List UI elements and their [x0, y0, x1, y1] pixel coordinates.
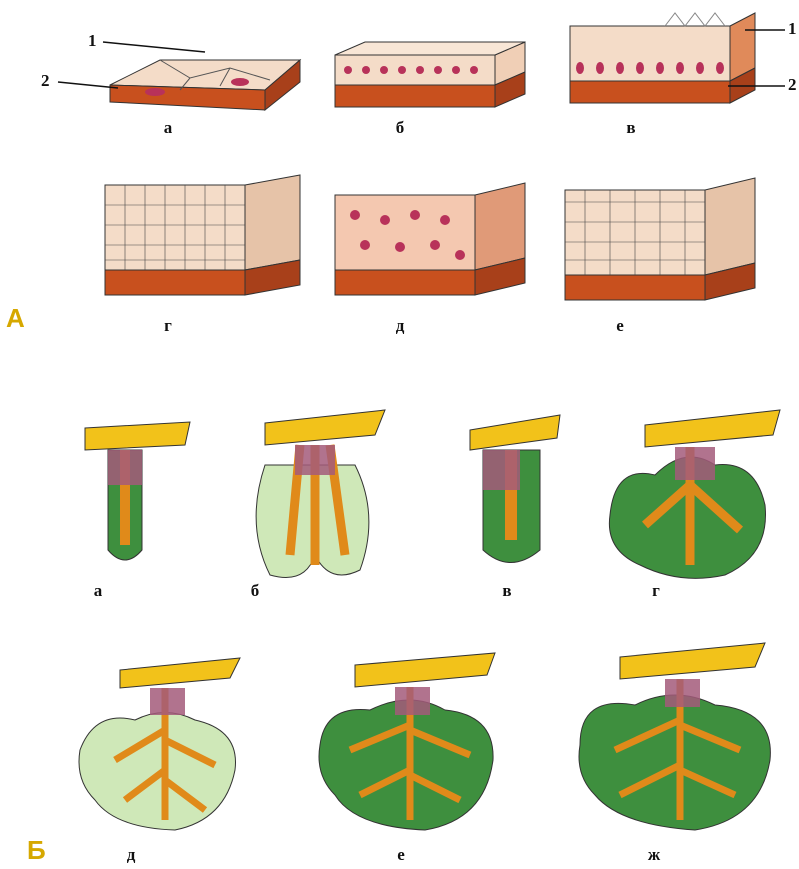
gland-b-a-simple-tubular — [80, 420, 200, 570]
panel-a-f-keratinized — [560, 172, 760, 307]
panel-a-d-stratified — [100, 170, 310, 305]
gland-b-d-branched-alveolar — [605, 405, 790, 585]
section-letter-a: А — [6, 303, 25, 334]
gland-b-f-compound-alveolar — [315, 645, 505, 835]
pointer-label-2-left: 2 — [41, 71, 50, 91]
gland-b-c-simple-alveolar — [465, 410, 575, 570]
label-a-a: а — [148, 118, 188, 138]
gland-b-g-compound-tubuloalveolar — [575, 635, 780, 835]
pointer-label-1-right: 1 — [788, 19, 797, 39]
section-letter-b: Б — [27, 835, 46, 866]
panel-a-e-transitional — [330, 175, 530, 305]
label-a-e: д — [380, 316, 420, 336]
label-b-c: в — [487, 581, 527, 601]
pointer-lines — [0, 0, 799, 120]
label-b-b: б — [235, 581, 275, 601]
label-a-b: б — [380, 118, 420, 138]
pointer-label-1-left: 1 — [88, 31, 97, 51]
label-b-f: е — [381, 845, 421, 865]
gland-b-b-branched-tubular — [245, 405, 395, 585]
label-a-f: е — [600, 316, 640, 336]
label-b-a: а — [78, 581, 118, 601]
label-a-d: г — [148, 316, 188, 336]
label-b-e: д — [111, 845, 151, 865]
label-a-c: в — [611, 118, 651, 138]
label-b-d: г — [636, 581, 676, 601]
label-b-g: ж — [634, 845, 674, 865]
gland-b-e-compound-tubular — [75, 650, 250, 835]
pointer-label-2-right: 2 — [788, 75, 797, 95]
